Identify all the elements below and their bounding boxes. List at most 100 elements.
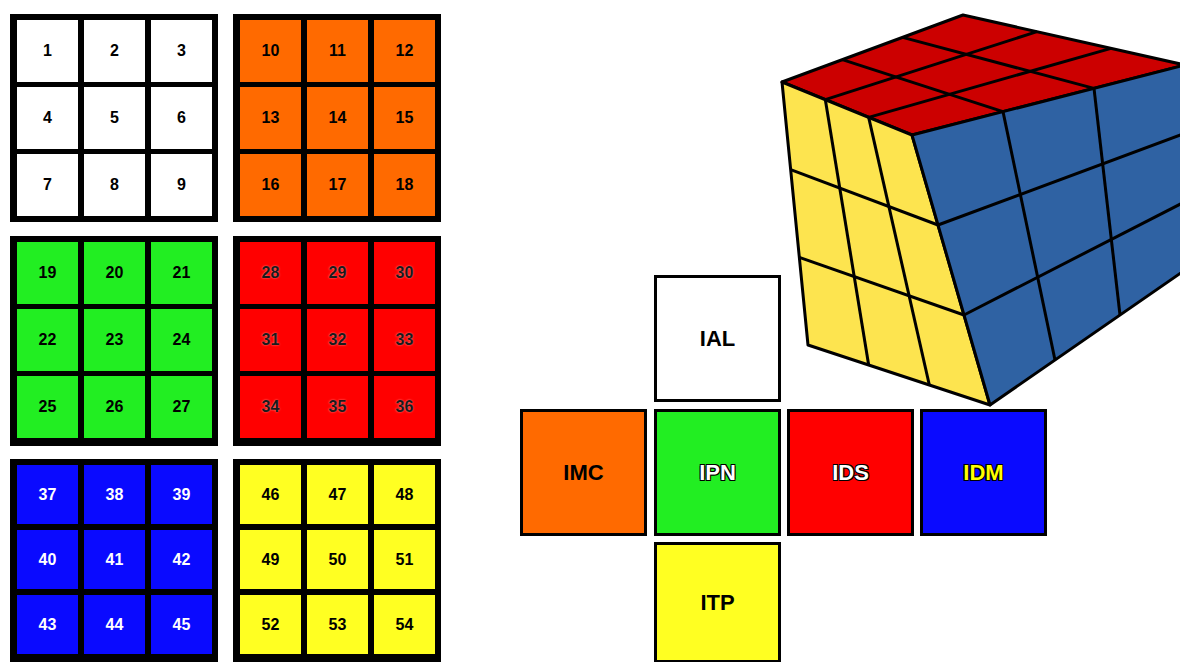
cube-sticker: 30 [374, 242, 435, 304]
sticker-number: 35 [329, 398, 347, 416]
cube-sticker: 28 [240, 242, 301, 304]
cube-sticker: 31 [240, 309, 301, 371]
face-label: IPN [699, 460, 736, 486]
sticker-number: 19 [39, 264, 57, 282]
sticker-number: 6 [177, 109, 186, 127]
net-face: IAL [654, 275, 781, 402]
cube-grid-line [799, 257, 964, 315]
cube-grid-lines [791, 32, 1180, 385]
cube-sticker: 40 [17, 530, 78, 589]
sticker-number: 42 [173, 551, 191, 569]
face-frame [10, 236, 218, 446]
cube-grid-line [1003, 112, 1055, 360]
sticker-number: 30 [396, 264, 414, 282]
cube-sticker: 37 [17, 465, 78, 524]
sticker-number: 29 [329, 264, 347, 282]
sticker-number: 16 [262, 176, 280, 194]
cube-right-face [912, 65, 1180, 405]
cube-sticker: 27 [151, 376, 212, 438]
cube-sticker: 36 [374, 376, 435, 438]
sticker-number: 54 [396, 616, 414, 634]
cube-sticker: 46 [240, 465, 301, 524]
cube-sticker: 48 [374, 465, 435, 524]
face-frame [233, 459, 441, 662]
cube-sticker: 3 [151, 20, 212, 82]
cube-sticker: 6 [151, 87, 212, 149]
sticker-number: 45 [173, 616, 191, 634]
cube-sticker: 51 [374, 530, 435, 589]
cube-sticker: 1 [17, 20, 78, 82]
cube-sticker: 44 [84, 595, 145, 654]
cube-sticker: 52 [240, 595, 301, 654]
sticker-number: 23 [106, 331, 124, 349]
cube-sticker: 15 [374, 87, 435, 149]
cube-sticker: 38 [84, 465, 145, 524]
sticker-number: 40 [39, 551, 57, 569]
cube-sticker: 54 [374, 595, 435, 654]
sticker-number: 37 [39, 486, 57, 504]
sticker-number: 7 [43, 176, 52, 194]
cube-sticker: 7 [17, 154, 78, 216]
face-frame [10, 14, 218, 222]
cube-sticker: 26 [84, 376, 145, 438]
cube-grid-line [938, 133, 1180, 225]
sticker-number: 11 [329, 42, 346, 60]
cube-sticker: 13 [240, 87, 301, 149]
cube-sticker: 8 [84, 154, 145, 216]
cube-sticker: 19 [17, 242, 78, 304]
cube-sticker: 25 [17, 376, 78, 438]
sticker-number: 2 [110, 42, 119, 60]
cube-sticker: 5 [84, 87, 145, 149]
sticker-number: 4 [43, 109, 52, 127]
sticker-number: 38 [106, 486, 124, 504]
sticker-number: 32 [329, 331, 347, 349]
sticker-number: 12 [396, 42, 414, 60]
sticker-number: 27 [173, 398, 191, 416]
sticker-number: 53 [329, 616, 347, 634]
cube-sticker: 22 [17, 309, 78, 371]
net-face: ITP [654, 542, 781, 662]
net-face: IDM [920, 409, 1047, 536]
sticker-number: 52 [262, 616, 280, 634]
cube-sticker: 47 [307, 465, 368, 524]
cube-grid-line [903, 37, 1094, 88]
sticker-number: 33 [396, 331, 414, 349]
cube-sticker: 43 [17, 595, 78, 654]
face-frames [10, 14, 441, 662]
cube-sticker: 12 [374, 20, 435, 82]
cube-sticker: 53 [307, 595, 368, 654]
face-frame [233, 14, 441, 222]
cube-sticker: 32 [307, 309, 368, 371]
cube-grid-line [964, 202, 1180, 315]
sticker-number: 39 [173, 486, 191, 504]
sticker-number: 15 [396, 109, 414, 127]
cube-sticker: 29 [307, 242, 368, 304]
net-face: IDS [787, 409, 914, 536]
face-label: IDS [832, 460, 869, 486]
cube-sticker: 45 [151, 595, 212, 654]
sticker-number: 49 [262, 551, 280, 569]
sticker-number: 47 [329, 486, 347, 504]
sticker-number: 26 [106, 398, 124, 416]
face-label: IDM [963, 460, 1003, 486]
face-label: IAL [700, 326, 735, 352]
sticker-number: 5 [110, 109, 119, 127]
sticker-number: 17 [329, 176, 347, 194]
cube-sticker: 16 [240, 154, 301, 216]
net-face: IMC [520, 409, 647, 536]
sticker-number: 3 [177, 42, 186, 60]
cube-sticker: 24 [151, 309, 212, 371]
sticker-number: 14 [329, 109, 347, 127]
sticker-number: 18 [396, 176, 414, 194]
cube-sticker: 20 [84, 242, 145, 304]
sticker-number: 9 [177, 176, 186, 194]
cube-sticker: 2 [84, 20, 145, 82]
face-label: IMC [563, 460, 603, 486]
cube-sticker: 50 [307, 530, 368, 589]
sticker-number: 24 [173, 331, 191, 349]
sticker-number: 51 [396, 551, 414, 569]
sticker-number: 13 [262, 109, 280, 127]
sticker-number: 48 [396, 486, 414, 504]
face-frame [233, 236, 441, 446]
